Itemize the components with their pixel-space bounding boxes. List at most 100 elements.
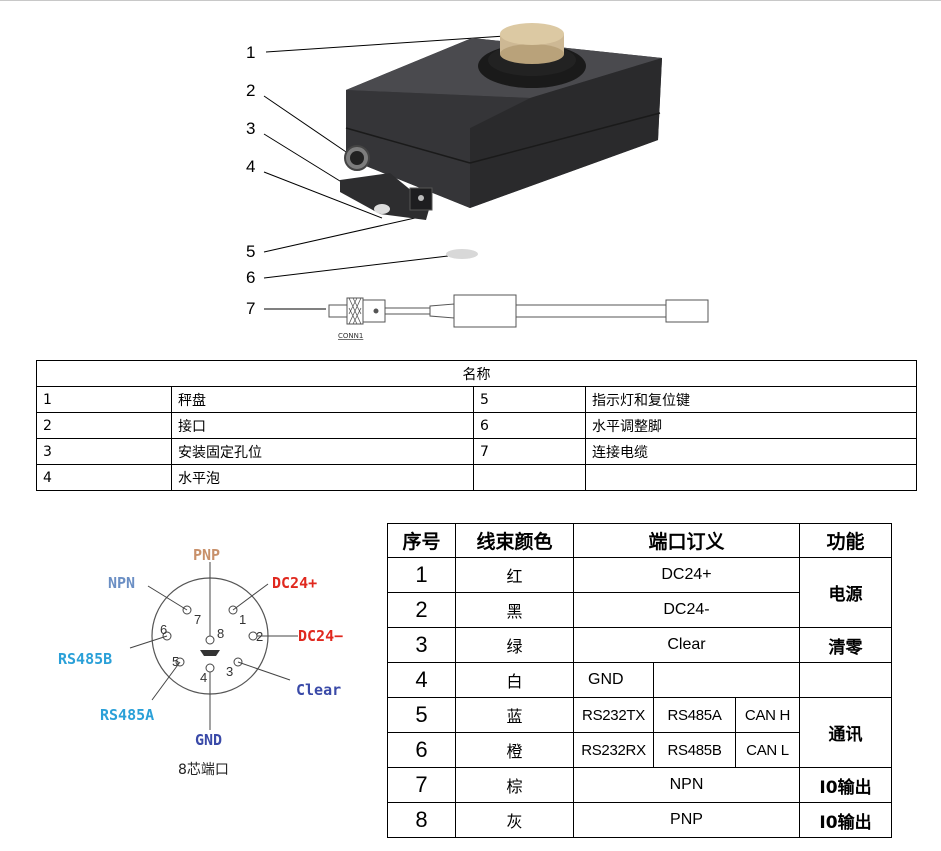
pin-label-dc24-plus: DC24+ [272,574,317,592]
item-number: 5 [473,386,586,413]
function-io-output: I0输出 [799,802,892,838]
wire-seq: 4 [387,662,456,698]
wire-definition: PNP [573,802,800,838]
wire-definition: DC24+ [573,557,800,593]
table-header-row: 序号 线束颜色 端口订义 功能 [387,523,892,558]
wire-seq: 5 [387,697,456,733]
pin-label-dc24-minus: DC24− [298,627,343,645]
leader-lines [263,35,506,310]
wire-color: 蓝 [455,697,574,733]
wire-color: 灰 [455,802,574,838]
product-illustration: 1 2 3 4 5 6 7 [246,23,709,340]
callout-3: 3 [246,119,255,138]
table-row: 5 蓝 RS232TX RS485A CAN H 通讯 [387,697,892,768]
wire-color: 白 [455,662,574,698]
item-name: 接口 [171,412,474,439]
pin-label-npn: NPN [108,574,135,592]
wire-seq: 8 [387,802,456,838]
pin-label-rs485a: RS485A [100,706,154,724]
callout-1: 1 [246,43,255,62]
item-number: 3 [36,438,172,465]
wire-color: 绿 [455,627,574,663]
pin-label-gnd: GND [195,731,222,749]
item-name: 指示灯和复位键 [585,386,917,413]
item-number: 4 [36,464,172,491]
pin-label-clear: Clear [296,681,341,699]
wire-seq: 1 [387,557,456,593]
pin-number: 3 [226,664,233,679]
weighing-pan [478,23,586,88]
table-row: 7 棕 NPN I0输出 [387,767,892,803]
callout-4: 4 [246,157,255,176]
wire-seq: 3 [387,627,456,663]
connection-cable: CONN1 [328,294,709,340]
item-number: 1 [36,386,172,413]
pinout-caption: 8芯端口 [178,762,229,778]
table-row: 3 安装固定孔位 7 连接电缆 [36,438,917,465]
item-name: 水平调整脚 [585,412,917,439]
callout-6: 6 [246,268,255,287]
function-clear: 清零 [799,627,892,663]
header-seq: 序号 [387,523,456,558]
wire-color: 棕 [455,767,574,803]
table-row: 3 绿 Clear 清零 [387,627,892,663]
pin-number: 1 [239,612,246,627]
callout-5: 5 [246,242,255,261]
interface-connector [344,145,370,171]
wire-color: 橙 [455,732,574,768]
connector-label: CONN1 [338,332,363,340]
pin-leader-lines [129,562,298,730]
function-power: 电源 [799,557,892,628]
table-row: 4 水平泡 [36,464,917,491]
pin-label-rs485b: RS485B [58,650,112,668]
wire-definition: Clear [573,627,800,663]
item-name [585,464,917,491]
callout-2: 2 [246,81,255,100]
function-communication: 通讯 [799,697,892,768]
table-row: 2 接口 6 水平调整脚 [36,412,917,439]
table-row: 1 秤盘 5 指示灯和复位键 [36,386,917,413]
table-row: 8 灰 PNP I0输出 [387,802,892,838]
wire-definition-rs485: RS485B [653,732,736,768]
pin-number: 7 [194,612,201,627]
wire-seq: 2 [387,592,456,628]
table-row: 4 白 GND [387,662,892,698]
item-name: 秤盘 [171,386,474,413]
wire-definition-can: CAN L [735,732,800,768]
function-empty [799,662,892,698]
wire-definition-empty [653,662,800,698]
wire-color: 黑 [455,592,574,628]
item-number: 7 [473,438,586,465]
table-row: 2 黑 DC24- [387,592,892,628]
wire-definition-can: CAN H [735,697,800,733]
key-notch [200,650,220,656]
pin-number: 8 [217,626,224,641]
function-io-output: I0输出 [799,767,892,803]
wire-definition-rs485: RS485A [653,697,736,733]
wire-seq: 6 [387,732,456,768]
wire-definition-rs232: RS232RX [573,732,654,768]
wire-definition: DC24- [573,592,800,628]
wire-definition-rs232: RS232TX [573,697,654,733]
wire-definition: GND [573,662,654,698]
header-function: 功能 [799,523,892,558]
pin-number: 5 [172,654,179,669]
wiring-definition-table: 序号 线束颜色 端口订义 功能 1 红 DC24+ 电源 2 黑 DC24- 3… [387,523,892,838]
header-port-definition: 端口订义 [573,523,800,558]
wire-color: 红 [455,557,574,593]
item-name: 连接电缆 [585,438,917,465]
pinout-diagram: 1 2 3 4 5 6 7 8 PNP NPN DC24+ DC24− RS48… [58,546,343,778]
top-border-line [0,0,941,1]
table-row: 1 红 DC24+ 电源 [387,557,892,628]
pin-label-pnp: PNP [193,546,220,564]
pin-number: 6 [160,622,167,637]
item-number [473,464,586,491]
component-names-table: 名称 1 秤盘 5 指示灯和复位键 2 接口 6 水平调整脚 3 安装固定孔位 … [36,360,917,491]
header-color: 线束颜色 [455,523,574,558]
item-name: 水平泡 [171,464,474,491]
wire-seq: 7 [387,767,456,803]
callout-7: 7 [246,299,255,318]
wire-definition: NPN [573,767,800,803]
pin-number: 4 [200,670,207,685]
item-name: 安装固定孔位 [171,438,474,465]
